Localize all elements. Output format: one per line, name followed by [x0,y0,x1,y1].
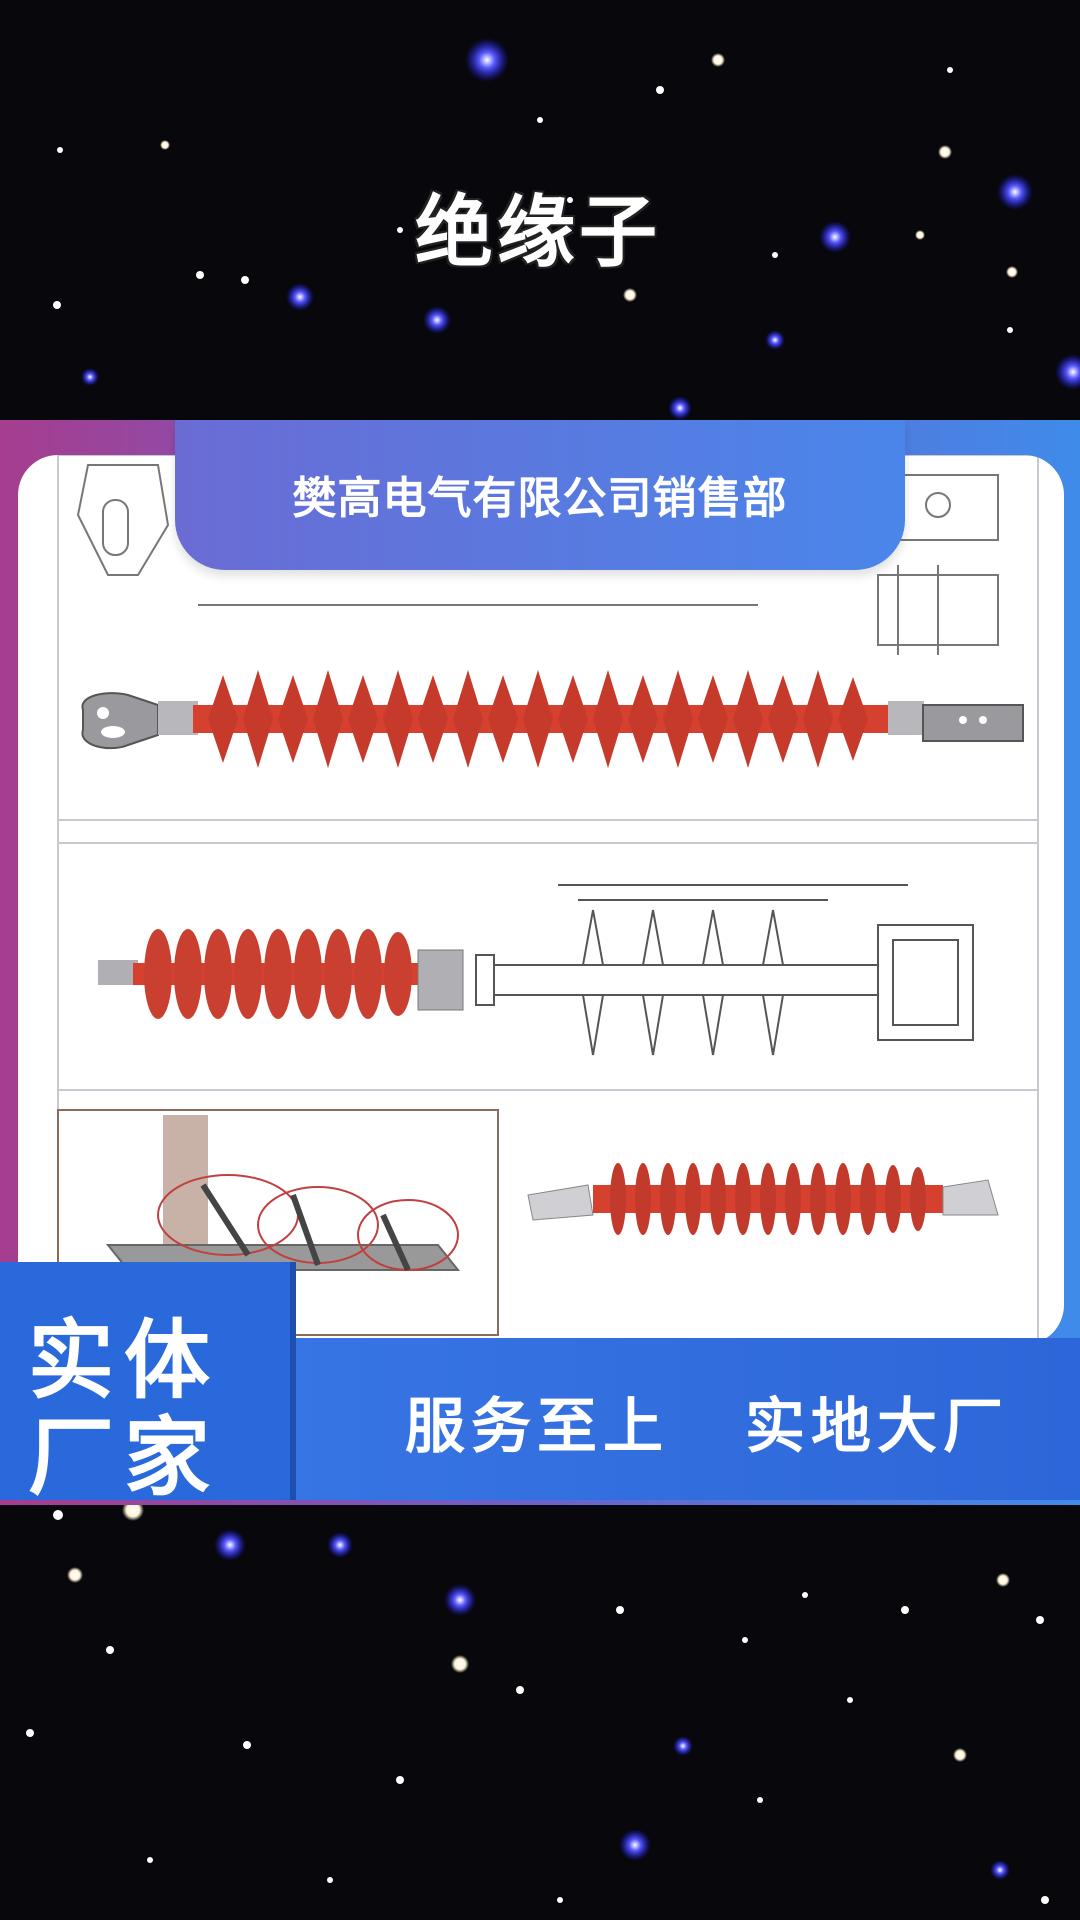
insulator-drawings [57,455,1039,1345]
short-insulator-drawing [98,929,464,1019]
product-image-panel [18,455,1064,1345]
page-title: 绝缘子 [415,188,662,278]
tag-line-2: 厂家 [28,1408,220,1508]
rod-insulator-drawing [527,1163,999,1235]
tag-line-1: 实体 [28,1311,220,1411]
manufacturer-tag: 实体 厂家 [0,1262,290,1508]
stars-bottom [26,1499,1049,1904]
long-insulator-drawing [81,670,1024,768]
top-left-fitting-sketch [76,464,170,576]
company-banner: 樊高电气有限公司销售部 [175,420,905,570]
insulator-technical-drawing [475,884,974,1056]
stars-top [53,38,1080,420]
slogan-factory: 实地大厂 [745,1392,1009,1462]
top-right-fitting-sketch [198,474,999,655]
slogan-service: 服务至上 [405,1392,669,1462]
company-name: 樊高电气有限公司销售部 [292,473,788,524]
